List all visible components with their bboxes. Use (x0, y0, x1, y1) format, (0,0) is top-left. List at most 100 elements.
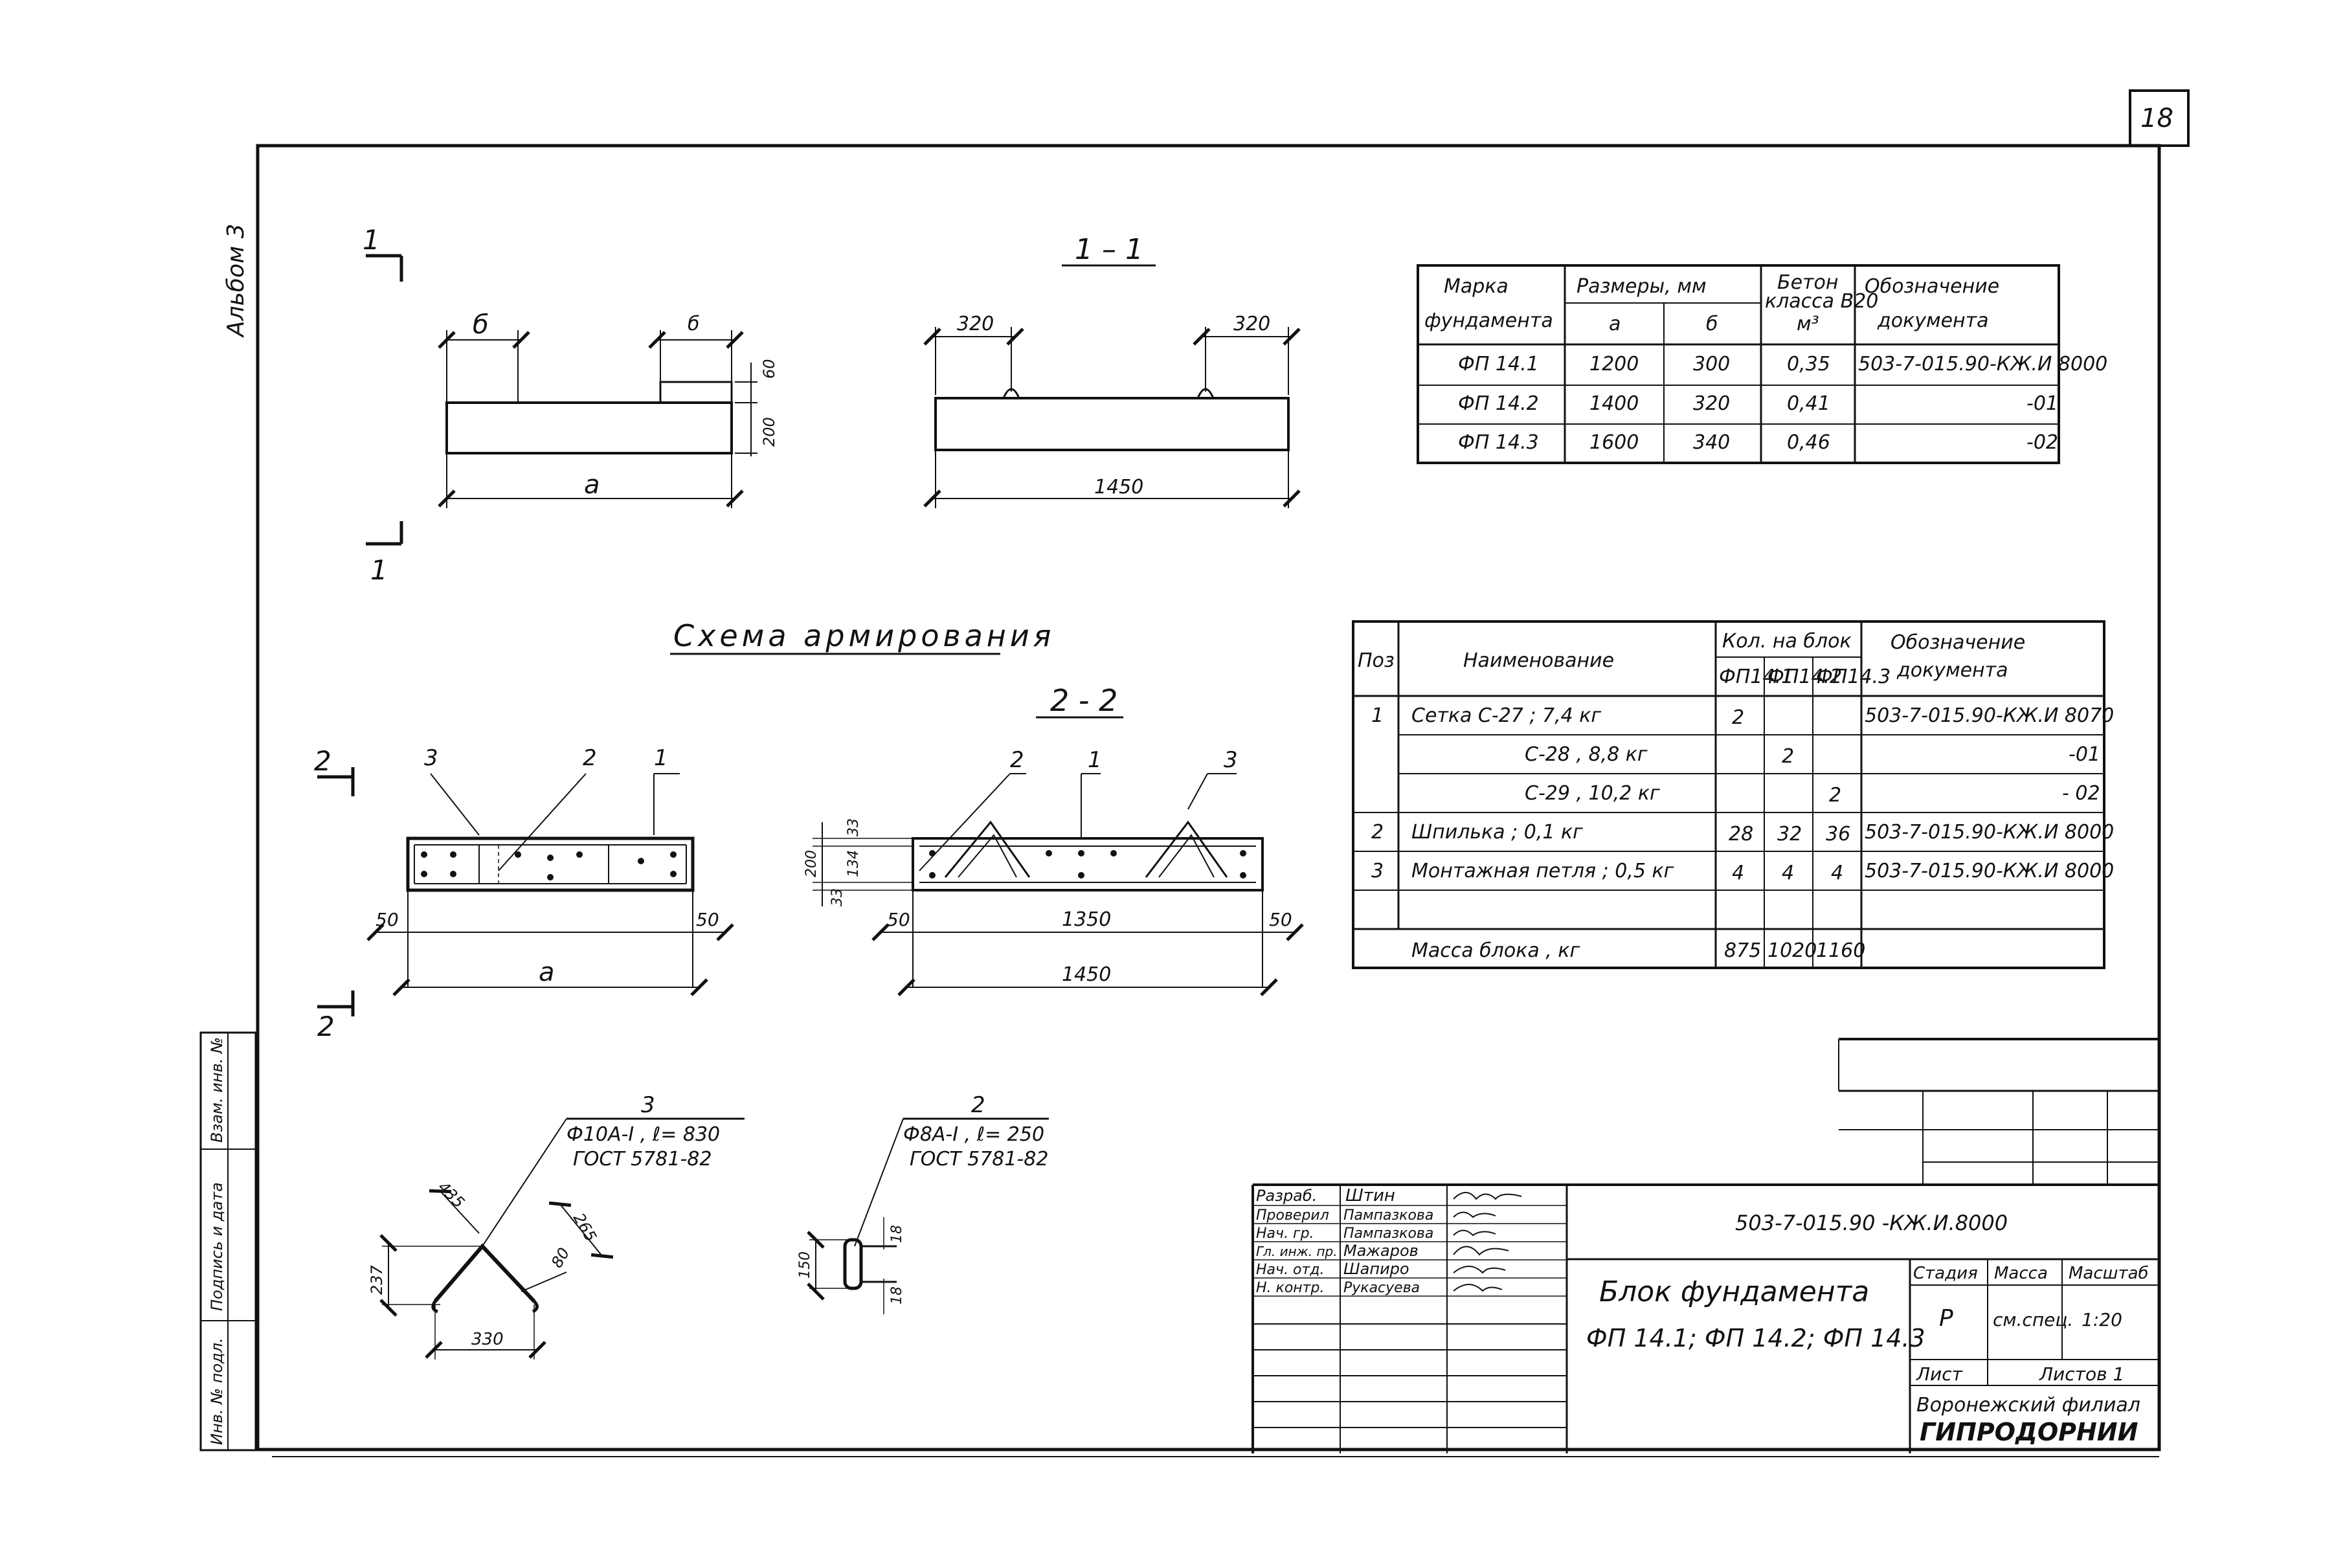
dimtbl-header-sizes: Размеры, мм (1577, 275, 1707, 298)
spec-mass-label: Масса блока , кг (1411, 939, 1580, 962)
spec-row2-q2: 2 (1782, 745, 1794, 768)
tb-scale-label: Масштаб (2069, 1264, 2149, 1283)
album-label: Альбом 3 (223, 223, 249, 338)
tb-signatures (1453, 1192, 1522, 1292)
tb-mass: см.спец. (1993, 1309, 2073, 1330)
detail-3-dim-265: 265 (570, 1210, 600, 1245)
tb-scale: 1:20 (2082, 1309, 2122, 1330)
dimtbl-row1-a: 1200 (1589, 353, 1639, 375)
dimtbl-row3-b: 340 (1693, 431, 1730, 454)
section-2-2-dim-1350: 1350 (1062, 908, 1111, 931)
dimtbl-row1-mark: ФП 14.1 (1458, 353, 1539, 375)
detail-2-dim-18-bot: 18 (889, 1286, 905, 1305)
section-2-2-label-1: 1 (1088, 747, 1102, 773)
section-2-2-dim-134: 134 (846, 850, 862, 877)
scheme-dim-50-right: 50 (696, 909, 719, 930)
dimtbl-header-a: а (1609, 313, 1621, 335)
view-section-1-1 (923, 264, 1301, 508)
spec-row5-q1: 4 (1732, 862, 1744, 884)
tb-name-4: Мажаров (1343, 1242, 1419, 1260)
detail-3-dim-330: 330 (471, 1330, 504, 1349)
tb-sheet-label: Лист (1916, 1363, 1963, 1385)
tb-role-6: Н. контр. (1256, 1280, 1324, 1296)
section-2-2-dim-33-bot: 33 (829, 888, 846, 906)
dimtbl-row1-b: 300 (1693, 353, 1730, 375)
tb-role-5: Нач. отд. (1256, 1262, 1325, 1278)
section-2-2-dim-33-top: 33 (846, 818, 862, 836)
section-1-1-body (934, 397, 1290, 451)
title-block (1251, 1038, 2159, 1453)
scheme-block (406, 836, 695, 892)
section-2-2-title: 2 - 2 (1050, 683, 1117, 718)
spec-row1-pos: 1 (1371, 704, 1384, 727)
plan-dim-60: 60 (760, 359, 778, 379)
tb-name-5: Шапиро (1343, 1260, 1409, 1278)
tb-name-1: Штин (1345, 1186, 1395, 1205)
dimtbl-header-mark-1: Марка (1444, 275, 1509, 298)
plan-dim-200: 200 (760, 417, 778, 447)
spec-header-name: Наименование (1463, 649, 1614, 672)
scheme-label-2: 2 (583, 745, 597, 771)
page-number: 18 (2140, 104, 2173, 133)
spec-header-sub2: ФП14.2 (1767, 666, 1842, 688)
detail-2-dim-18-top: 18 (889, 1225, 905, 1243)
spec-header-doc-2: документа (1896, 659, 2008, 682)
spec-row5-q2: 4 (1782, 862, 1794, 884)
spec-header-qty: Кол. на блок (1722, 630, 1852, 653)
plan-body (445, 401, 733, 454)
dimtbl-row2-doc: -01 (2026, 392, 2058, 415)
spec-row5-q3: 4 (1831, 862, 1843, 884)
spec-row4-doc: 503-7-015.90-КЖ.И 8000 (1865, 821, 2114, 844)
spec-row2-doc: -01 (2069, 743, 2100, 766)
stamp-replace-label: Взам. инв. № (208, 1037, 226, 1143)
tb-doc-code: 503-7-015.90 -КЖ.И.8000 (1735, 1211, 2008, 1235)
dimtbl-row2-mark: ФП 14.2 (1458, 392, 1539, 415)
stamp-inv-label: Инв. № подл. (208, 1338, 226, 1445)
scheme-dim-50-left: 50 (376, 909, 399, 930)
dimtbl-header-doc-1: Обозначение (1865, 275, 1999, 298)
spec-row1-name: Сетка С-27 ; 7,4 кг (1411, 704, 1601, 727)
view-section-2-2 (813, 716, 1304, 996)
dimtbl-row1-doc: 503-7-015.90-КЖ.И 8000 (1858, 353, 2107, 375)
section-2-2-label-2: 2 (1010, 747, 1024, 773)
spec-table: Поз Наименование Кол. на блок ФП14.1 ФП1… (1352, 620, 2114, 969)
spec-row3-name: С-29 , 10,2 кг (1525, 782, 1660, 805)
spec-row4-q1: 28 (1729, 823, 1753, 846)
tb-sheets-label: Листов 1 (2039, 1363, 2124, 1385)
detail-2-spec-2: ГОСТ 5781-82 (910, 1148, 1048, 1170)
spec-row2-name: С-28 , 8,8 кг (1525, 743, 1648, 766)
detail-2-spec-1: Ф8А-I , ℓ= 250 (903, 1123, 1044, 1146)
spec-row5-doc: 503-7-015.90-КЖ.И 8000 (1865, 860, 2114, 882)
dimtbl-header-concrete-1: Бетон (1777, 271, 1838, 294)
tb-title-line-2: ФП 14.1; ФП 14.2; ФП 14.3 (1586, 1324, 1925, 1352)
spec-row3-doc: - 02 (2062, 782, 2100, 805)
dimtbl-row3-mark: ФП 14.3 (1458, 431, 1539, 454)
detail-3-dim-80: 80 (548, 1245, 574, 1271)
tb-role-3: Нач. гр. (1256, 1226, 1314, 1242)
tb-stage: Р (1939, 1305, 1953, 1332)
sheet-frame (256, 144, 2161, 1457)
dim-320-right: 320 (1233, 313, 1270, 335)
tb-name-3: Пампазкова (1343, 1226, 1433, 1242)
spec-header-doc-1: Обозначение (1891, 631, 2025, 654)
tb-mass-label: Масса (1994, 1264, 2048, 1283)
scheme-section-2-top: 2 (314, 745, 331, 777)
spec-row5-name: Монтажная петля ; 0,5 кг (1411, 860, 1674, 882)
section-1-1-title: 1 – 1 (1075, 233, 1143, 266)
tb-org-2: ГИПРОДОРНИИ (1920, 1418, 2138, 1446)
detail-3-dim-237: 237 (368, 1264, 386, 1295)
detail-3-spec-2: ГОСТ 5781-82 (573, 1148, 712, 1170)
scheme-title: Схема армирования (673, 618, 1055, 653)
dimtbl-row2-concrete: 0,41 (1787, 392, 1830, 415)
title-block-text: Разраб. Проверил Нач. гр. Гл. инж. пр. Н… (1256, 1186, 2149, 1446)
spec-header-sub1: ФП14.1 (1719, 666, 1793, 688)
dim-320-left: 320 (957, 313, 994, 335)
spec-row5-pos: 3 (1371, 860, 1384, 882)
scheme-dim-a: а (539, 958, 555, 987)
section-2-2-dim-50-right: 50 (1269, 909, 1292, 930)
plan-dim-a: а (584, 470, 600, 500)
dimtbl-row3-a: 1600 (1589, 431, 1639, 454)
dimtbl-header-b: б (1706, 313, 1718, 335)
detail-2-title: 2 (971, 1092, 985, 1118)
tb-title-line-1: Блок фундамента (1599, 1275, 1869, 1308)
